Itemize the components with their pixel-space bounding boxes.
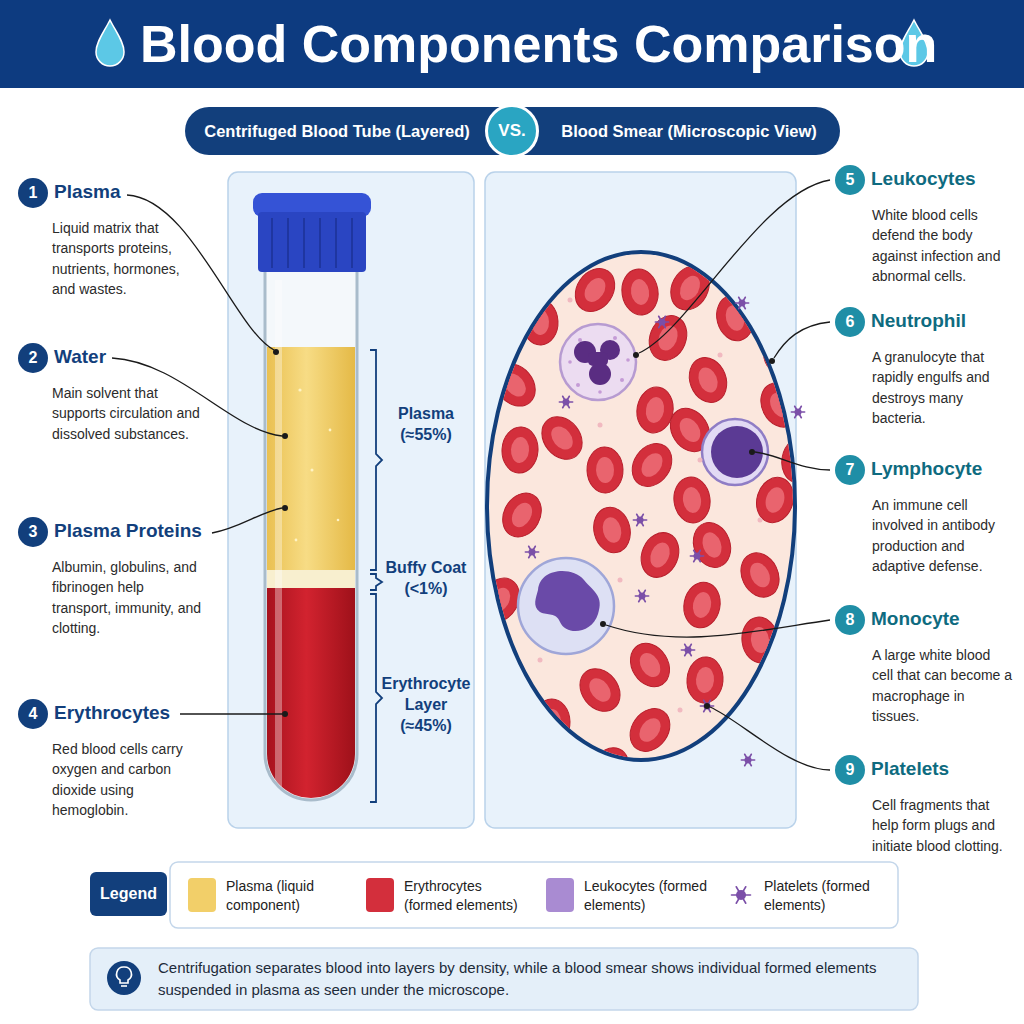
legend-label: Platelets (formed elements) <box>764 877 892 915</box>
callout-circle: 9 <box>835 755 865 785</box>
layer-label: Plasma (≈55%) <box>380 404 472 446</box>
smear-panel <box>485 172 796 828</box>
leader-dot <box>273 349 775 717</box>
callout-number: 2 <box>18 343 48 373</box>
vs-label: VS. <box>488 107 536 155</box>
neutrophil-cell <box>560 324 636 400</box>
legend-swatch <box>188 878 216 912</box>
vs-circle: VS. <box>485 104 539 158</box>
callout-heading: Plasma Proteins <box>54 519 202 543</box>
callout-number: 1 <box>18 178 48 208</box>
legend-label: Erythrocytes (formed elements) <box>404 877 532 915</box>
callout-number: 6 <box>835 307 865 337</box>
title-bar <box>0 0 1024 88</box>
callout-number: 5 <box>835 165 865 195</box>
blood-tube <box>253 193 371 848</box>
callout-circle: 8 <box>835 605 865 635</box>
callout-body: Albumin, globulins, and fibrinogen help … <box>52 557 202 638</box>
legend-label: Leukocytes (formed elements) <box>584 877 712 915</box>
callout-heading: Plasma <box>54 180 121 204</box>
caption-text: Centrifugation separates blood into laye… <box>158 957 903 1001</box>
platelet-icon <box>726 878 756 912</box>
pill-label: Centrifuged Blood Tube (Layered) <box>191 107 483 155</box>
drop-icon <box>900 20 928 66</box>
smear-field <box>487 252 795 760</box>
callout-circle: 3 <box>18 517 48 547</box>
leader-line <box>112 180 830 770</box>
drop-icon <box>96 20 124 66</box>
callout-circle: 5 <box>835 165 865 195</box>
bracket <box>370 350 382 802</box>
callout-number: 7 <box>835 455 865 485</box>
platelet-dots <box>525 297 804 766</box>
callout-number: 3 <box>18 517 48 547</box>
callout-heading: Neutrophil <box>871 309 966 333</box>
callout-body: A granulocyte that rapidly engulfs and d… <box>872 347 1014 428</box>
monocyte-cell <box>518 558 614 654</box>
legend-frame <box>170 862 898 928</box>
callout-body: Main solvent that supports circulation a… <box>52 383 202 444</box>
red-cells <box>469 242 822 798</box>
header-pill: Centrifuged Blood Tube (Layered) Blood Sm… <box>185 107 840 155</box>
callout-body: Liquid matrix that transports proteins, … <box>52 218 202 299</box>
callout-number: 8 <box>835 605 865 635</box>
legend-title-box: Legend <box>90 872 167 916</box>
callout-number: 4 <box>18 699 48 729</box>
callout-heading: Monocyte <box>871 607 960 631</box>
callout-circle: 6 <box>835 307 865 337</box>
callout-circle: 7 <box>835 455 865 485</box>
callout-heading: Platelets <box>871 757 949 781</box>
legend-swatch <box>366 878 394 912</box>
callout-body: Cell fragments that help form plugs and … <box>872 795 1014 856</box>
callout-body: A large white blood cell that can become… <box>872 645 1014 726</box>
callout-circle: 2 <box>18 343 48 373</box>
pill-label: Blood Smear (Microscopic View) <box>543 107 835 155</box>
callout-body: White blood cells defend the body agains… <box>872 205 1014 286</box>
layer-label: Erythrocyte Layer (≈45%) <box>380 674 472 736</box>
callout-heading: Leukocytes <box>871 167 976 191</box>
title-text: Blood Components Comparison <box>140 0 884 88</box>
callout-circle: 4 <box>18 699 48 729</box>
callout-heading: Lymphocyte <box>871 457 982 481</box>
callout-body: Red blood cells carry oxygen and carbon … <box>52 739 202 820</box>
legend-swatch <box>546 878 574 912</box>
callout-heading: Erythrocytes <box>54 701 170 725</box>
caption-box <box>90 948 918 1010</box>
callout-body: An immune cell involved in antibody prod… <box>872 495 1014 576</box>
callout-number: 9 <box>835 755 865 785</box>
layer-label: Buffy Coat (<1%) <box>380 558 472 600</box>
bulb-icon <box>107 961 141 995</box>
callout-heading: Water <box>54 345 106 369</box>
legend-label: Plasma (liquid component) <box>226 877 354 915</box>
callout-circle: 1 <box>18 178 48 208</box>
legend-title: Legend <box>90 872 167 916</box>
